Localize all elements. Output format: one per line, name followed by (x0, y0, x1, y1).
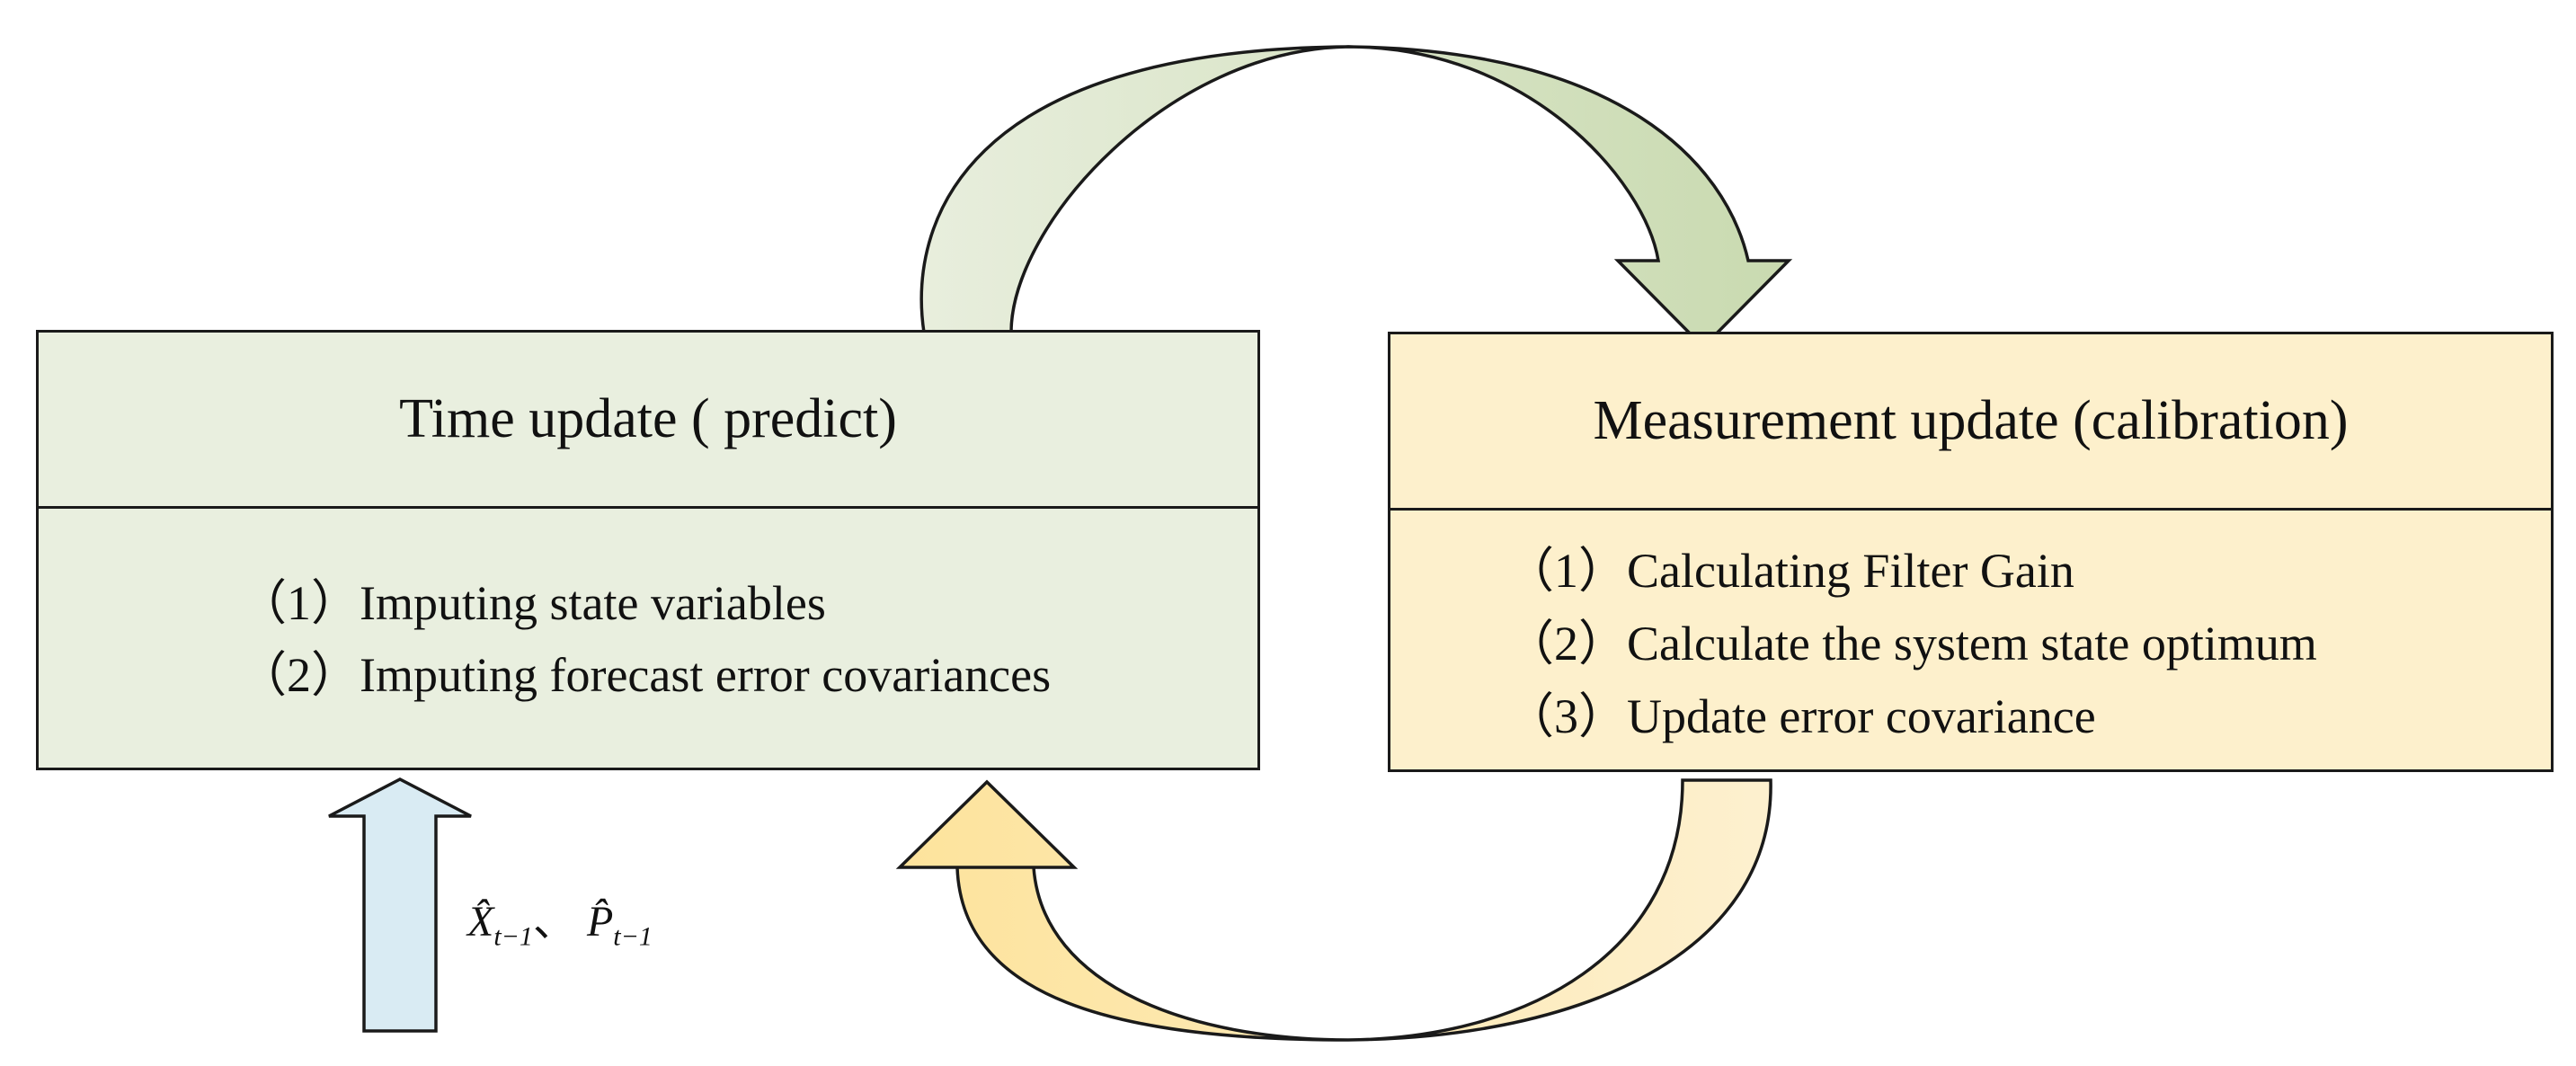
measurement-update-step-3: （3）Update error covariance (1506, 689, 2096, 743)
measurement-update-box: Measurement update (calibration) （1）Calc… (1388, 332, 2554, 772)
time-update-title: Time update ( predict) (399, 388, 897, 449)
p-hat-symbol: P̂ (586, 898, 614, 946)
time-update-step-1: （1）Imputing state variables (238, 576, 826, 630)
x-hat-subscript: t−1 (493, 921, 533, 952)
measurement-update-step-2: （2）Calculate the system state optimum (1506, 617, 2317, 671)
measurement-update-header: Measurement update (calibration) (1390, 334, 2551, 511)
predict-to-calibrate-arrow (919, 45, 1793, 350)
measurement-update-title: Measurement update (calibration) (1593, 390, 2349, 451)
p-hat-subscript: t−1 (613, 921, 653, 952)
time-update-box: Time update ( predict) （1）Imputing state… (36, 330, 1260, 770)
measurement-update-steps: （1）Calculating Filter Gain （2）Calculate … (1390, 511, 2551, 769)
x-hat-symbol: X̂ (467, 898, 494, 946)
label-separator: 、 (532, 898, 576, 946)
calibrate-to-predict-arrow (895, 778, 1772, 1042)
measurement-update-step-1: （1）Calculating Filter Gain (1506, 544, 2074, 598)
time-update-header: Time update ( predict) (39, 333, 1257, 509)
initial-estimates-label: X̂t−1、 P̂t−1 (467, 885, 653, 953)
initial-input-arrow (328, 777, 472, 1033)
time-update-steps: （1）Imputing state variables （2）Imputing … (39, 509, 1257, 768)
time-update-step-2: （2）Imputing forecast error covariances (238, 648, 1052, 702)
